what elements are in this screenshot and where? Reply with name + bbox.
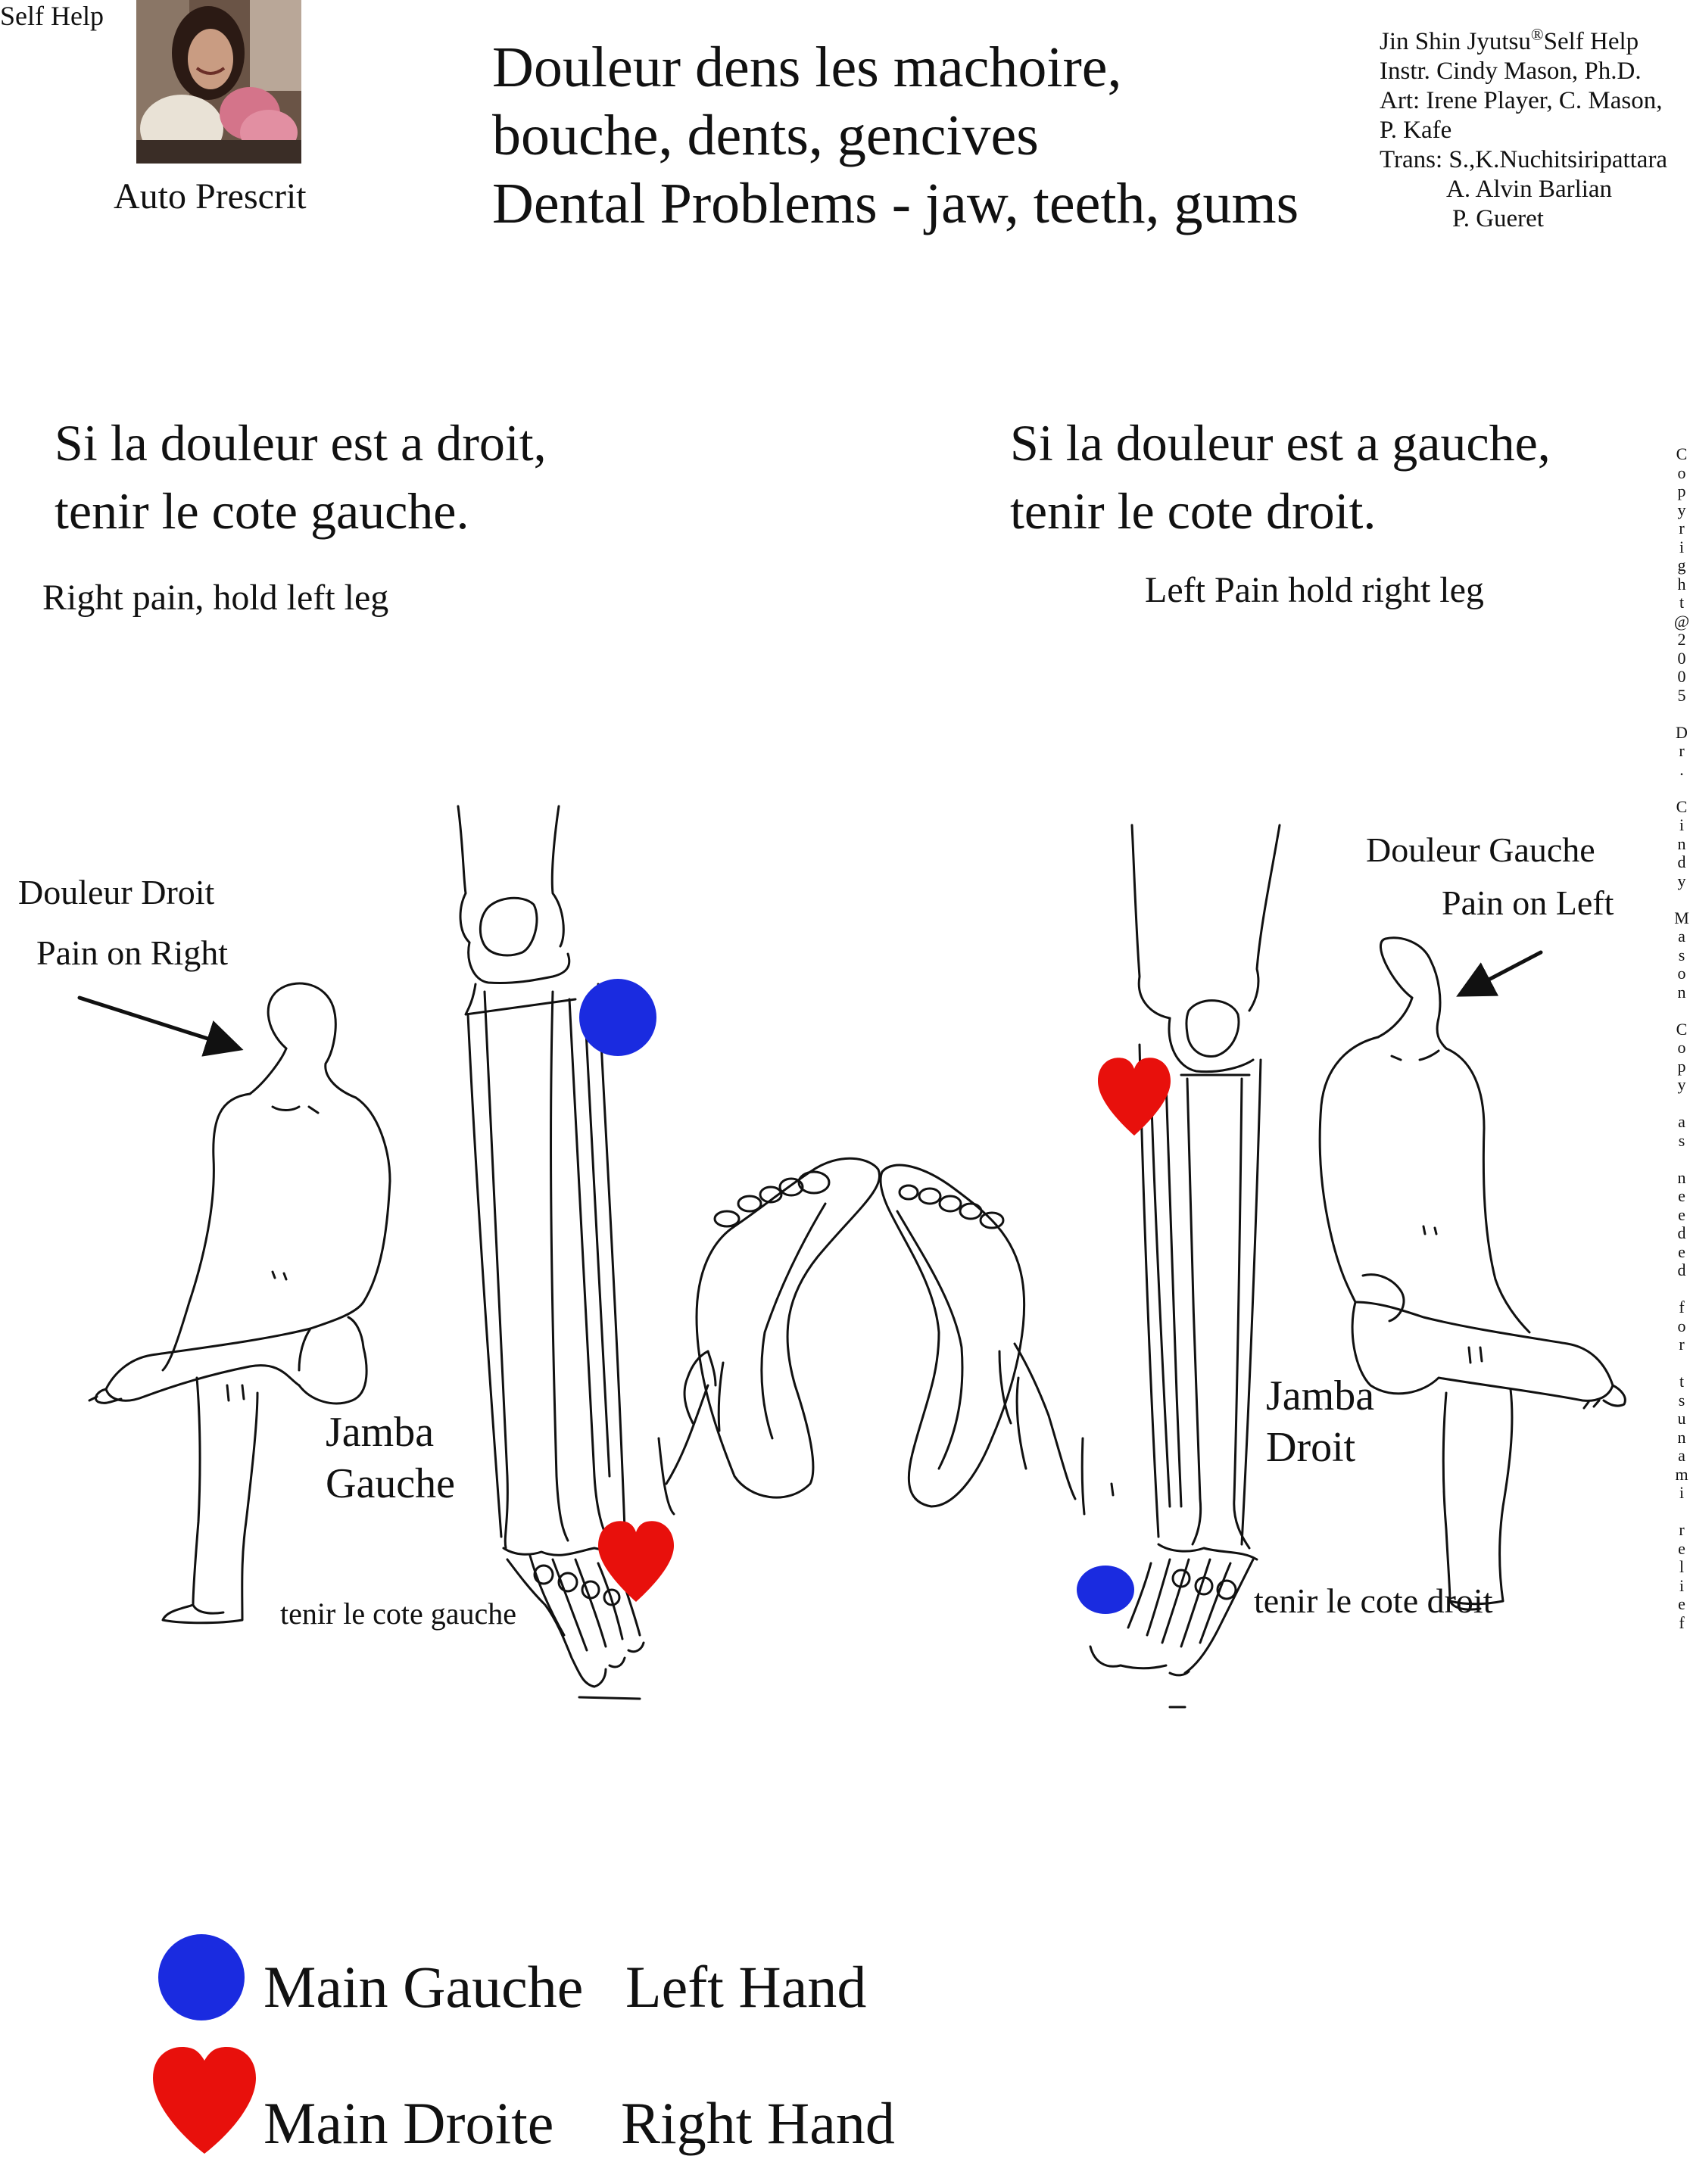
legend-right-hand-fr: Main Droite [263, 2090, 554, 2156]
self-help-label: Self Help [0, 1, 104, 31]
feet-soles-illustration [657, 1157, 1115, 1516]
right-pain-label-fr: Douleur Gauche [1366, 830, 1595, 869]
legend-left-hand-fr: Main Gauche [263, 1954, 584, 2020]
title-line-3: Dental Problems - jaw, teeth, gums [492, 172, 1299, 235]
legend-right-hand-en: Right Hand [621, 2090, 895, 2156]
credits-line-2: Instr. Cindy Mason, Ph.D. [1380, 58, 1642, 85]
page-title: Douleur dens les machoire, bouche, dents… [492, 33, 1386, 238]
right-leg-skeleton [1089, 824, 1281, 1709]
credits-block: Jin Shin Jyutsu®Self Help Instr. Cindy M… [1380, 20, 1667, 234]
legend-blue-circle-icon [158, 1934, 245, 2020]
credits-line-5: Trans: S.,K.Nuchitsiripattara [1380, 146, 1668, 173]
instruction-left: Si la douleur est a droit, tenir le cote… [55, 414, 547, 540]
credits-line-4: P. Kafe [1380, 117, 1452, 144]
left-hand-marker-left-knee [579, 979, 656, 1056]
instruction-left-english: Right pain, hold left leg [42, 578, 389, 618]
left-leg-label: Jamba Gauche [326, 1409, 456, 1507]
title-line-2: bouche, dents, gencives [492, 104, 1039, 167]
registered-mark: ® [1530, 25, 1544, 44]
credits-line-6: A. Alvin Barlian [1446, 176, 1613, 203]
left-seated-figure [88, 982, 391, 1625]
instruction-right: Si la douleur est a gauche, tenir le cot… [1010, 414, 1551, 540]
credits-line-1: Jin Shin Jyutsu®Self Help [1380, 25, 1639, 55]
right-hand-marker-left-ankle [598, 1521, 674, 1602]
left-hold-label: tenir le cote gauche [280, 1597, 517, 1631]
legend-red-heart-icon [153, 2047, 256, 2154]
auto-prescrit-label: Auto Prescrit [114, 176, 307, 217]
right-seated-figure [1318, 936, 1626, 1611]
credits-line-7: P. Gueret [1452, 205, 1544, 232]
right-hold-label: tenir le cote droit [1254, 1581, 1493, 1620]
credits-line-3: Art: Irene Player, C. Mason, [1380, 87, 1663, 114]
right-hand-marker-right-knee [1098, 1058, 1171, 1136]
left-pain-label-fr: Douleur Droit [18, 873, 215, 911]
left-pain-label-en: Pain on Right [36, 933, 229, 972]
instruction-right-english: Left Pain hold right leg [1145, 570, 1484, 610]
left-hand-marker-right-ankle [1077, 1566, 1134, 1614]
right-pain-label-en: Pain on Left [1442, 883, 1614, 922]
self-help-photo [136, 0, 301, 164]
legend-left-hand-en: Left Hand [625, 1954, 867, 2020]
title-line-1: Douleur dens les machoire, [492, 36, 1122, 99]
right-leg-label: Jamba Droit [1266, 1372, 1375, 1471]
